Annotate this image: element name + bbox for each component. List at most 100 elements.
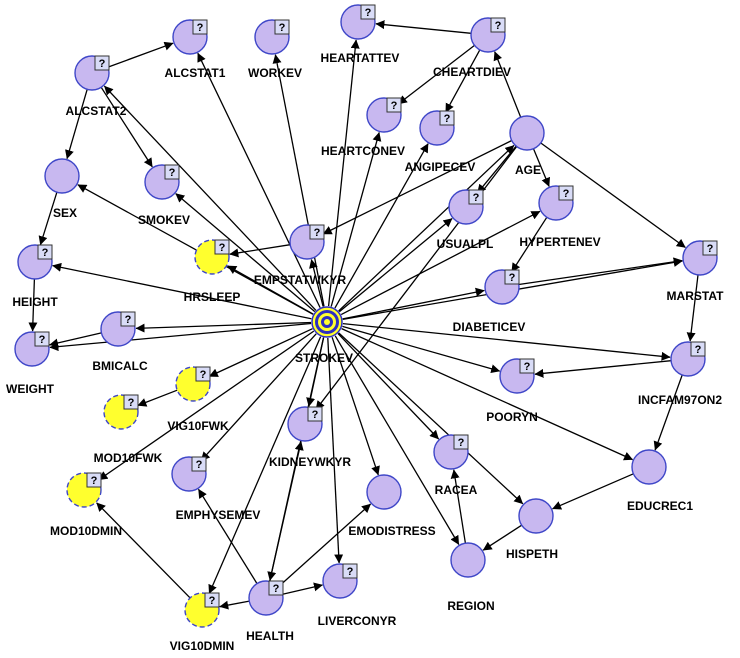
edge-vig10dmin-to-mod10dmin [96,502,191,599]
edge-educrec1-to-hispeth [552,473,634,510]
node-label: HEARTCONEV [321,144,405,158]
node-workev[interactable]: ?WORKEV [248,19,302,80]
edge-strokev-to-incfam97on2 [342,322,671,361]
node-diabeticev[interactable]: ?DIABETICEV [453,269,526,334]
edge-alcstat2-to-alcstat1 [107,41,174,68]
badge-text: ? [347,566,354,578]
node-vig10dmin[interactable]: ?VIG10DMIN [170,592,235,653]
edge-strokev-to-pooryn [342,325,501,374]
node-angipecev[interactable]: ? ANGIPECEV [405,110,476,174]
node-hispeth[interactable]: HISPETH [506,498,558,561]
question-badge-icon [468,189,484,205]
edge-strokev-to-vig10dmin [208,336,322,594]
node-sex[interactable]: SEX [44,158,80,220]
edge-hispeth-to-region [482,524,523,551]
edge-sex-to-height [38,192,58,246]
edge-cheartdiev-to-heartconev [397,44,475,105]
badge-text: ? [99,58,106,70]
edge-strokev-to-angipecev [334,143,429,309]
badge-text: ? [91,475,98,487]
badge-text: ? [495,20,502,32]
question-badge-icon [192,19,208,35]
edge-age-to-empstatwkyr [322,139,513,235]
question-badge-icon [37,244,53,260]
edge-health-to-kidneywkyr [269,441,304,582]
node-hypertenev[interactable]: ?HYPERTENEV [519,185,601,249]
node-emphysemev[interactable]: ?EMPHYSEMEV [171,456,260,522]
edge-cheartdiev-to-heartattev [375,20,472,34]
question-badge-icon [274,19,290,35]
badge-text: ? [524,361,531,373]
badge-text: ? [209,595,216,607]
edge-strokev-to-weight [49,322,312,352]
node-educrec1[interactable]: EDUCREC1 [627,449,693,513]
edge-alcstat2-to-smokev [100,86,153,168]
edge-region-to-racea [450,469,467,544]
question-badge-icon [309,224,325,240]
node-mod10dmin[interactable]: ?MOD10DMIN [50,472,122,538]
badge-text: ? [219,242,226,254]
edge-strokev-to-alcstat1 [197,52,321,308]
edge-marstat-to-incfam97on2 [686,274,699,342]
question-badge-icon [214,239,230,255]
question-badge-icon [191,456,207,472]
node-label: CHEARTDIEV [433,65,511,79]
node-label: HRSLEEP [184,290,241,304]
node-kidneywkyr[interactable]: ?KIDNEYWKYR [269,406,351,469]
node-heartconev[interactable]: ?HEARTCONEV [321,97,405,158]
node-liverconyr[interactable]: ? LIVERCONYR [318,563,397,628]
node-circle [518,498,554,534]
node-cheartdiev[interactable]: ? CHEARTDIEV [433,17,511,79]
edge-strokev-to-height [52,262,312,320]
node-heartattev[interactable]: ?HEARTATTEV [321,4,400,65]
badge-text: ? [473,192,480,204]
node-strokev[interactable]: STROKEV [295,306,353,365]
node-hrsleep[interactable]: ? HRSLEEP [184,239,241,304]
badge-text: ? [279,22,286,34]
question-badge-icon [195,366,211,382]
node-label: REGION [447,599,494,613]
node-racea[interactable]: ?RACEA [433,434,478,497]
target-ring [324,319,330,325]
node-vig10fwk[interactable]: ?VIG10FWK [167,366,229,433]
node-empstatwkyr[interactable]: ?EMPSTATWKYR [254,224,347,287]
edge-strokev-to-bmicalc [135,321,312,333]
node-bmicalc[interactable]: ?BMICALC [92,311,148,373]
node-label: ANGIPECEV [405,160,476,174]
node-mod10fwk[interactable]: ?MOD10FWK [94,394,163,465]
node-label: MARSTAT [667,289,725,303]
edge-strokev-to-vig10fwk [208,328,313,377]
badge-text: ? [509,272,516,284]
node-age[interactable]: AGE [509,115,545,177]
node-health[interactable]: ?HEALTH [246,580,294,643]
edge-strokev-to-smokev [175,193,316,313]
node-label: ALCSTAT2 [66,104,127,118]
node-region[interactable]: REGION [447,542,495,613]
question-badge-icon [519,358,535,374]
node-circle [509,115,545,151]
node-label: WEIGHT [6,382,55,396]
edge-strokev-to-alcstat2 [103,85,317,311]
node-marstat[interactable]: ? MARSTAT [667,240,725,303]
node-emodistress[interactable]: EMODISTRESS [348,474,436,538]
edge-age-to-cheartdiev [493,51,522,118]
node-smokev[interactable]: ?SMOKEV [138,164,190,227]
node-alcstat2[interactable]: ? ALCSTAT2 [66,55,127,118]
badge-text: ? [707,243,714,255]
node-label: VIG10FWK [167,419,229,433]
badge-text: ? [125,314,132,326]
badge-text: ? [365,7,372,19]
node-label: LIVERCONYR [318,614,397,628]
node-height[interactable]: ?HEIGHT [12,244,58,309]
node-weight[interactable]: ?WEIGHT [6,331,55,396]
node-circle [44,158,80,194]
node-alcstat1[interactable]: ?ALCSTAT1 [165,19,226,80]
node-usualpl[interactable]: ?USUALPL [437,189,494,251]
badge-text: ? [42,247,49,259]
edge-strokev-to-hrsleep [227,265,314,315]
node-incfam97on2[interactable]: ?INCFAM97ON2 [638,341,722,407]
node-pooryn[interactable]: ?POORYN [486,358,538,424]
badge-text: ? [196,459,203,471]
badge-text: ? [444,113,451,125]
